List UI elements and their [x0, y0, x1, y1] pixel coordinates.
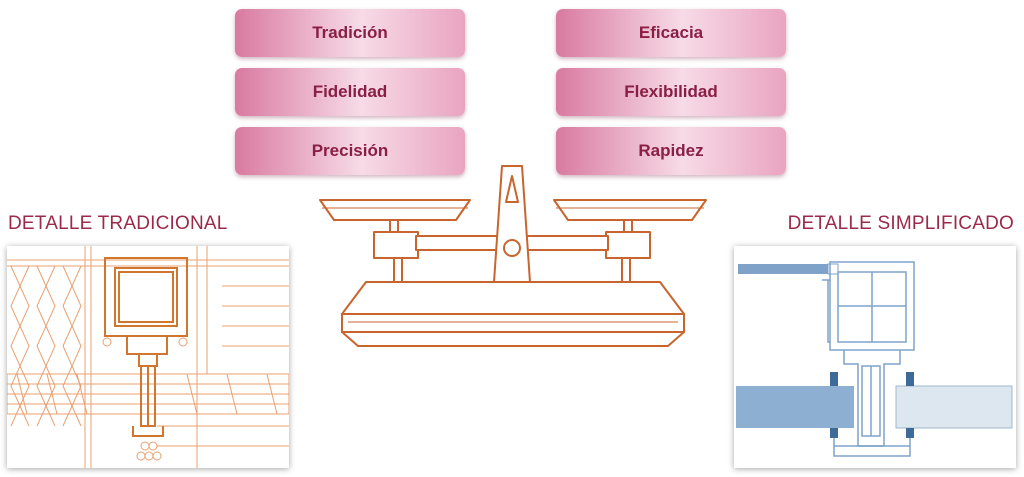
quality-pill-tradicion: Tradición: [235, 9, 465, 57]
quality-pill-precision: Precisión: [235, 127, 465, 175]
left-title: DETALLE TRADICIONAL: [8, 213, 228, 234]
quality-pill-flexibilidad: Flexibilidad: [556, 68, 786, 116]
right-title: DETALLE SIMPLIFICADO: [787, 213, 1014, 234]
quality-pill-fidelidad: Fidelidad: [235, 68, 465, 116]
quality-pill-rapidez: Rapidez: [556, 127, 786, 175]
traditional-window-detail-drawing: [7, 246, 289, 468]
balance-scale-icon: [318, 162, 710, 352]
quality-pill-eficacia: Eficacia: [556, 9, 786, 57]
simplified-window-detail-drawing: [734, 246, 1016, 468]
